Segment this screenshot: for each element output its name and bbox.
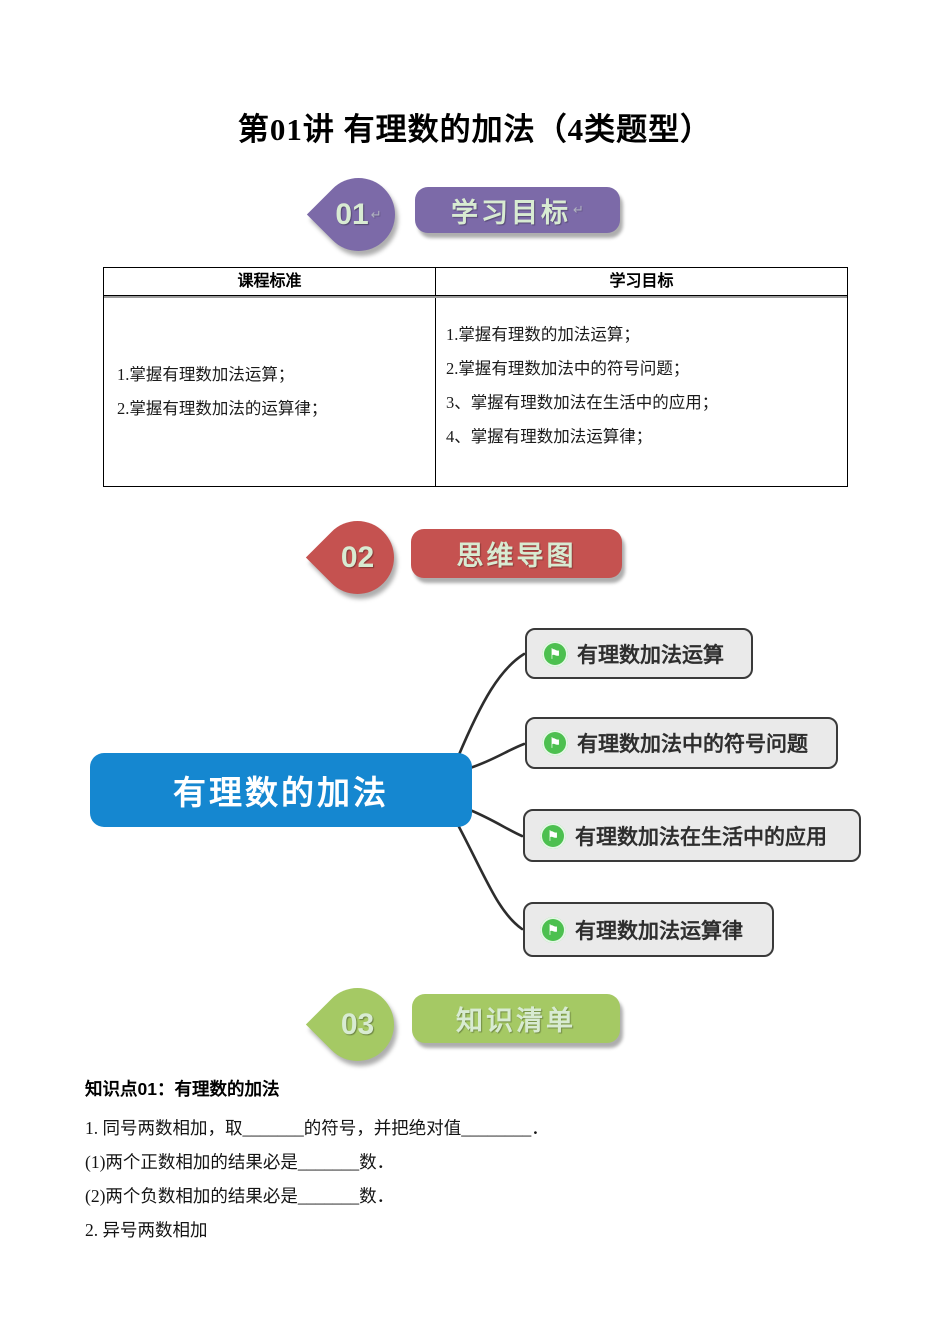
branch-label: 有理数加法运算律 [575, 919, 743, 943]
flag-icon: ⚑ [542, 730, 568, 756]
connector-line [456, 823, 524, 931]
course-standard-item: 1.掌握有理数加法运算； [117, 365, 295, 384]
mindmap-branch: ⚑ 有理数加法中的符号问题 [525, 717, 838, 769]
section-number-text: 01 [335, 197, 369, 231]
branch-label: 有理数加法中的符号问题 [577, 733, 808, 756]
connector-line [456, 652, 526, 759]
table-header-row: 课程标准 学习目标 [104, 268, 847, 296]
branch-label: 有理数加法运算 [577, 643, 724, 667]
section-03-badge: 03 [305, 972, 410, 1077]
course-standard-cell: 1.掌握有理数加法运算； 2.掌握有理数加法的运算律； [104, 298, 436, 486]
learning-goal-item: 1.掌握有理数的加法运算； [446, 325, 640, 344]
section-title-text: 知识清单 [456, 1006, 576, 1036]
course-standard-item: 2.掌握有理数加法的运算律； [117, 399, 328, 418]
flag-icon: ⚑ [540, 916, 566, 943]
flag-icon: ⚑ [542, 640, 568, 667]
section-01-title: 学习目标↵ [415, 187, 620, 233]
flag-icon: ⚑ [540, 822, 566, 849]
table-body-row: 1.掌握有理数加法运算； 2.掌握有理数加法的运算律； 1.掌握有理数的加法运算… [104, 296, 847, 486]
table-header-course-standard: 课程标准 [104, 268, 436, 296]
knowledge-line: 1. 同号两数相加，取_______的符号，并把绝对值________． [85, 1118, 549, 1138]
mindmap-branch: ⚑ 有理数加法在生活中的应用 [523, 809, 861, 862]
mindmap-branch: ⚑ 有理数加法运算律 [523, 902, 774, 957]
return-mark-icon: ↵ [573, 202, 584, 217]
connector-line [468, 808, 524, 838]
section-number: 03 [321, 988, 394, 1061]
section-01-badge: 01↵ [306, 162, 411, 267]
knowledge-line: (1)两个正数相加的结果必是_______数． [85, 1152, 395, 1172]
learning-goal-item: 3、掌握有理数加法在生活中的应用； [446, 393, 719, 412]
knowledge-line: 2. 异号两数相加 [85, 1220, 208, 1240]
knowledge-section: 知识点01：有理数的加法 1. 同号两数相加，取_______的符号，并把绝对值… [85, 1076, 895, 1247]
section-number-text: 02 [340, 540, 375, 574]
connector-line [468, 742, 526, 770]
section-number: 01↵ [322, 178, 395, 251]
knowledge-point-heading: 知识点01：有理数的加法 [85, 1079, 280, 1099]
mindmap-branch: ⚑ 有理数加法运算 [525, 628, 753, 679]
objectives-table: 课程标准 学习目标 1.掌握有理数加法运算； 2.掌握有理数加法的运算律； 1.… [103, 267, 848, 487]
learning-goal-cell: 1.掌握有理数的加法运算； 2.掌握有理数加法中的符号问题； 3、掌握有理数加法… [436, 298, 847, 486]
table-header-learning-goal: 学习目标 [436, 268, 847, 296]
section-number-text: 03 [340, 1007, 375, 1041]
section-title-text: 思维导图 [456, 541, 577, 571]
return-mark-icon: ↵ [370, 206, 382, 222]
page-title: 第01讲 有理数的加法（4类题型） [237, 112, 713, 147]
section-02-title: 思维导图 [411, 529, 622, 578]
branch-label: 有理数加法在生活中的应用 [575, 825, 827, 849]
knowledge-line: (2)两个负数相加的结果必是_______数． [85, 1186, 395, 1206]
learning-goal-item: 2.掌握有理数加法中的符号问题； [446, 359, 690, 378]
mindmap-root-node: 有理数的加法 [90, 753, 472, 827]
section-02-badge: 02 [305, 505, 410, 610]
learning-goal-item: 4、掌握有理数加法运算律； [446, 427, 653, 446]
section-number: 02 [321, 521, 394, 594]
section-title-text: 学习目标 [451, 197, 572, 228]
section-03-title: 知识清单 [412, 994, 620, 1043]
